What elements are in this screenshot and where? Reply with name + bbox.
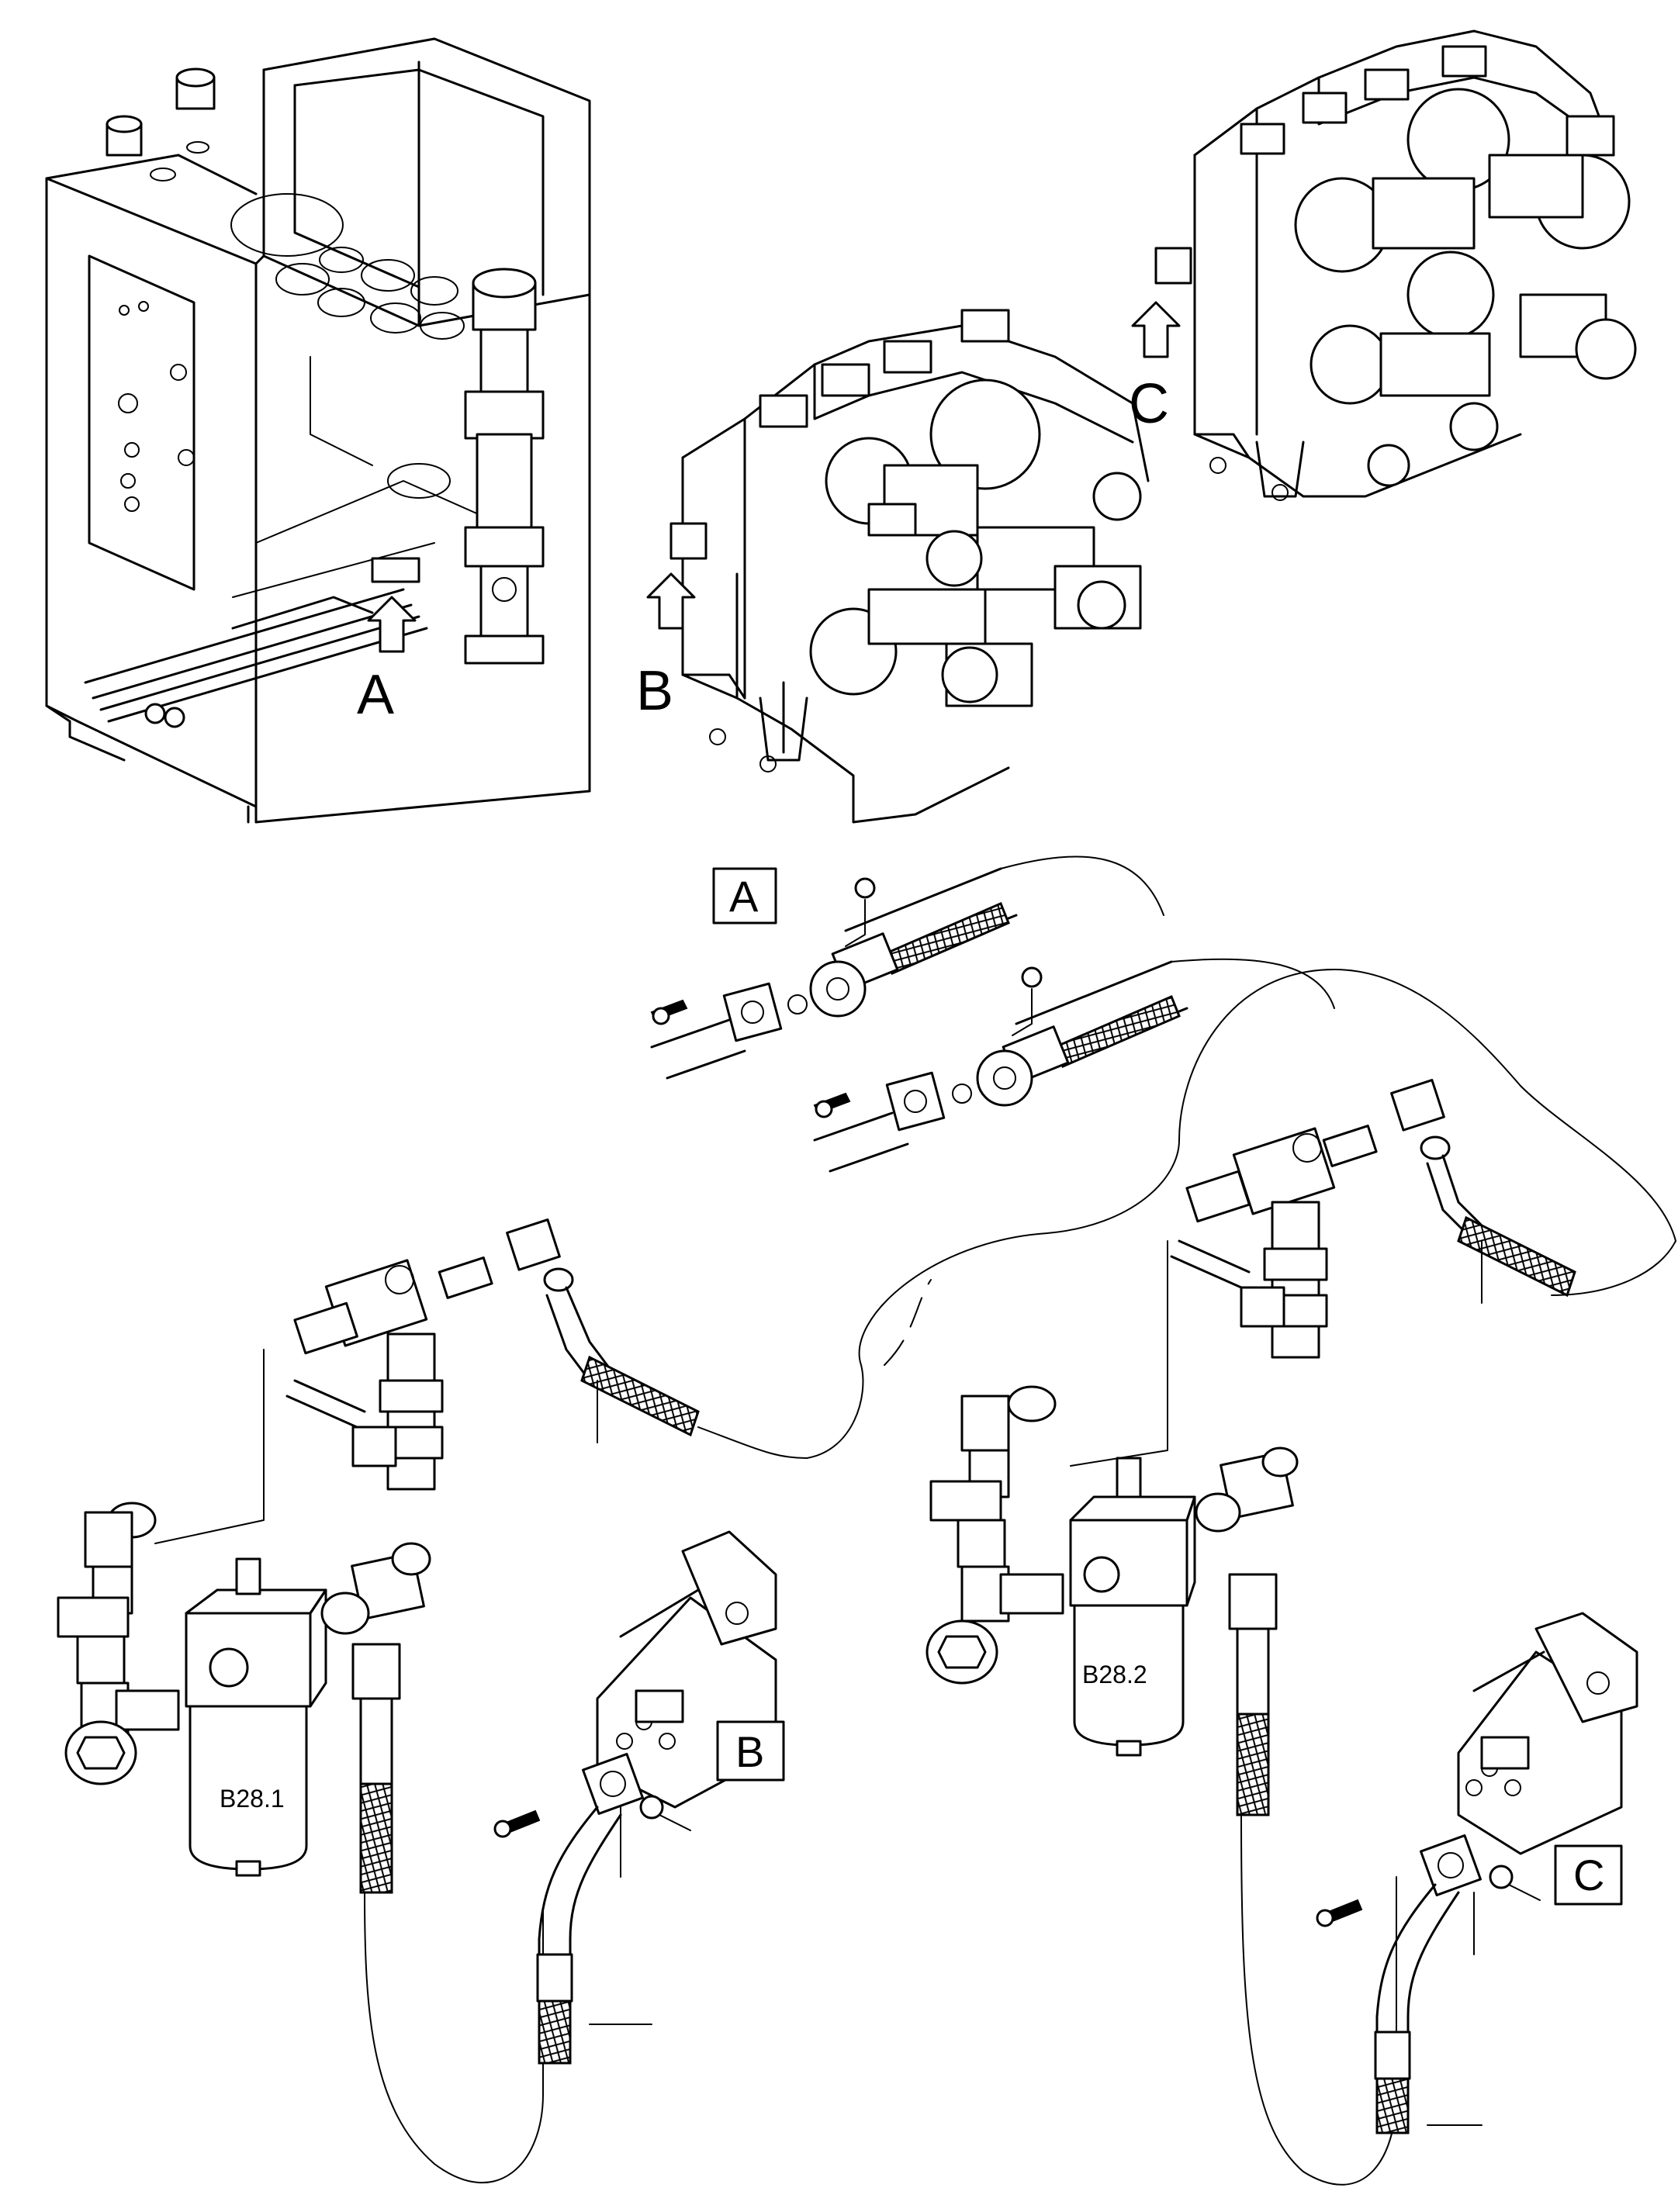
gearbox-c: C [1129,29,1637,501]
detail-b-label: B [735,1727,764,1776]
detail-a-label: A [729,872,759,921]
filter-b28-1-label: B28.1 [220,1785,285,1813]
detail-c-label: C [1573,1851,1604,1899]
view-c-label: C [1129,373,1169,435]
assembly-right-lower: B28.2 C [925,1079,1638,2186]
detail-a: A [650,855,1335,1173]
frame-assembly: A [45,37,591,824]
connection-curves [806,969,1676,1459]
assembly-left-lower: B28.1 B [57,1218,808,2184]
view-a-label: A [357,664,394,726]
detail-b-box [716,1720,785,1782]
detail-c-box [1554,1844,1623,1906]
detail-a-box [712,867,777,925]
filter-b28-2-label: B28.2 [1082,1661,1147,1688]
view-b-label: B [636,660,673,722]
gearbox-b: B [636,309,1150,824]
